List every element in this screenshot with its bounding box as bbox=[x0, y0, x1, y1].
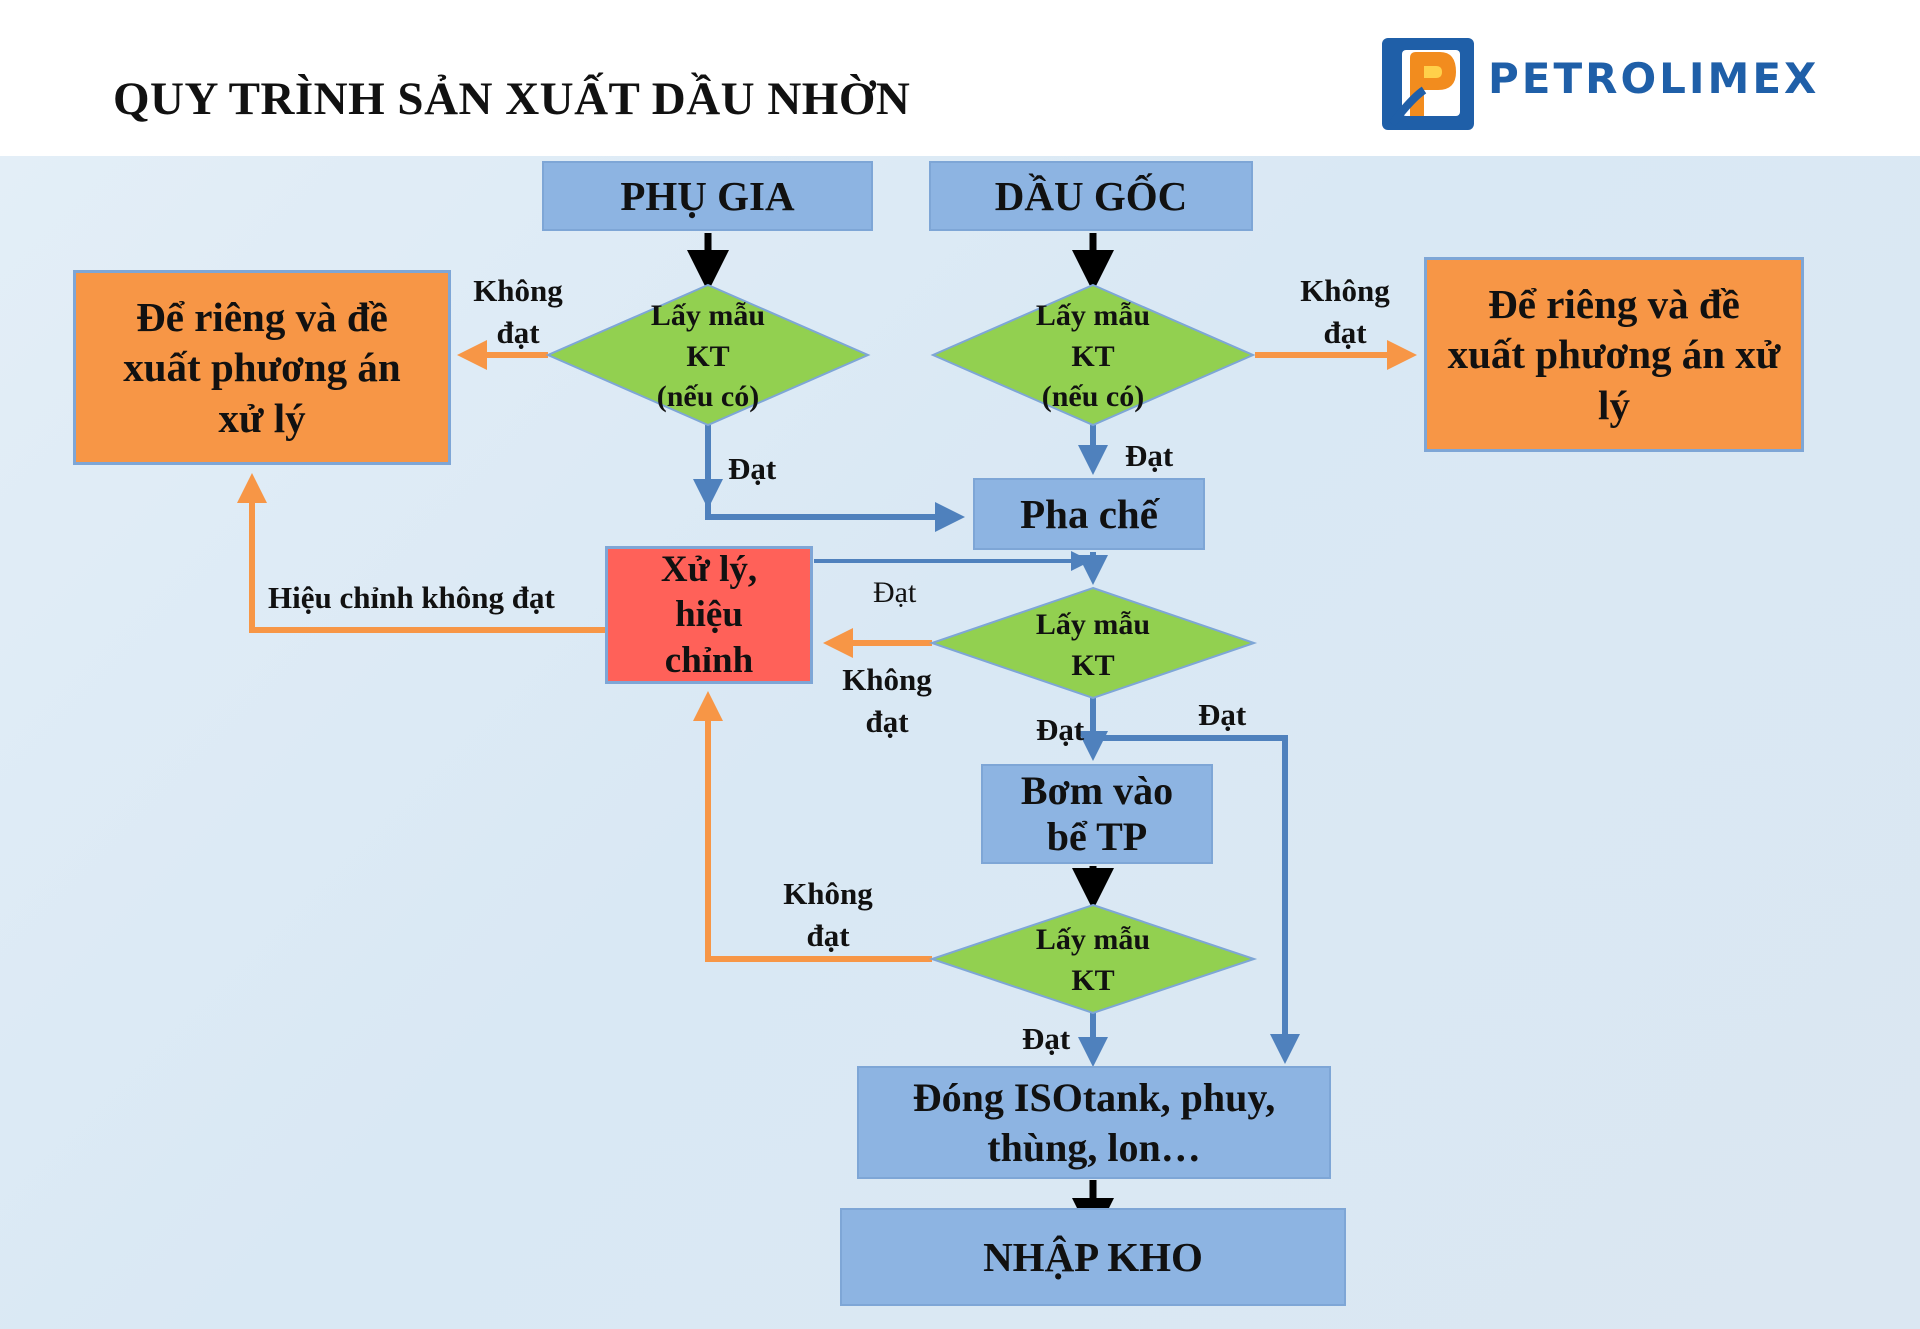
arrow-sample-low-to-xuly bbox=[693, 691, 932, 962]
khong-dat-right-2: đạt bbox=[1323, 314, 1367, 350]
sample-mid-text: Lấy mẫu KT bbox=[993, 605, 1193, 686]
khong-dat-mid-2: đạt bbox=[865, 703, 909, 739]
diamond-sample-left bbox=[545, 283, 871, 427]
khong-dat-mid-1: Không bbox=[842, 662, 932, 697]
reject-left-text: Để riêng và đề xuất phương án xử lý bbox=[123, 294, 401, 441]
label-hieu-chinh: Hiệu chỉnh không đạt bbox=[268, 580, 555, 615]
diamond-sample-right bbox=[930, 283, 1256, 427]
label-khong-dat-low: Không đạt bbox=[768, 873, 888, 957]
label-dat-mid-thin: Đạt bbox=[873, 576, 917, 609]
sample-left-text: Lấy mẫu KT (nếu có) bbox=[608, 296, 808, 418]
diamond-sample-low bbox=[928, 903, 1258, 1015]
box-bom-vao: Bơm vào bể TP bbox=[981, 764, 1213, 864]
box-pha-che: Pha chế bbox=[973, 478, 1205, 550]
reject-right-text: Để riêng và đề xuất phương án xử lý bbox=[1447, 281, 1781, 428]
label-dat-mid-down: Đạt bbox=[1036, 712, 1085, 747]
bom-line-1: Bơm vào bbox=[1020, 768, 1174, 813]
sample-right-text: Lấy mẫu KT (nếu có) bbox=[993, 296, 1193, 418]
khong-dat-low-1: Không bbox=[783, 876, 873, 911]
box-dong-iso: Đóng ISOtank, phuy, thùng, lon… bbox=[857, 1066, 1331, 1179]
label-khong-dat-left: Không đạt bbox=[458, 270, 578, 354]
khong-dat-left-1: Không bbox=[473, 273, 563, 308]
label-dat-bypass: Đạt bbox=[1198, 697, 1247, 732]
header: QUY TRÌNH SẢN XUẤT DẦU NHỜN PETROLIMEX bbox=[0, 0, 1920, 156]
label-dat-right: Đạt bbox=[1125, 438, 1174, 473]
dong-line-2: thùng, lon… bbox=[987, 1124, 1201, 1170]
label-khong-dat-mid: Không đạt bbox=[827, 659, 947, 743]
sample-left-line-2: KT bbox=[686, 339, 730, 373]
sample-left-line-1: Lấy mẫu bbox=[650, 299, 766, 332]
diamond-sample-mid bbox=[928, 586, 1258, 700]
sample-low-text: Lấy mẫu KT bbox=[993, 920, 1193, 1001]
box-dau-goc: DẦU GỐC bbox=[929, 161, 1253, 231]
arrow-sample-left-to-phache bbox=[705, 425, 965, 532]
petrolimex-logo: PETROLIMEX bbox=[1382, 38, 1862, 130]
label-khong-dat-right: Không đạt bbox=[1285, 270, 1405, 354]
sample-mid-line-2: KT bbox=[1071, 648, 1115, 682]
bom-line-2: bể TP bbox=[1046, 814, 1148, 859]
logo-text: PETROLIMEX bbox=[1488, 54, 1820, 103]
sample-mid-line-1: Lấy mẫu bbox=[1035, 608, 1151, 641]
arrow-bypass-to-dong bbox=[1093, 735, 1300, 1064]
box-phu-gia: PHỤ GIA bbox=[542, 161, 873, 231]
petrolimex-logo-icon bbox=[1382, 38, 1474, 130]
khong-dat-left-2: đạt bbox=[496, 314, 540, 350]
dong-line-1: Đóng ISOtank, phuy, bbox=[912, 1074, 1276, 1120]
xu-ly-line-3: chỉnh bbox=[664, 639, 754, 681]
sample-left-line-3: (nếu có) bbox=[656, 380, 760, 413]
sample-low-line-1: Lấy mẫu bbox=[1035, 923, 1151, 956]
xu-ly-line-2: hiệu bbox=[675, 594, 743, 636]
box-nhap-kho: NHẬP KHO bbox=[840, 1208, 1346, 1306]
arrow-hieuchinh-to-reject bbox=[237, 473, 605, 633]
box-xu-ly: Xử lý, hiệu chỉnh bbox=[605, 546, 813, 684]
page-title: QUY TRÌNH SẢN XUẤT DẦU NHỜN bbox=[113, 73, 911, 125]
box-reject-right: Để riêng và đề xuất phương án xử lý bbox=[1424, 257, 1804, 452]
xu-ly-line-1: Xử lý, bbox=[660, 549, 758, 591]
khong-dat-low-2: đạt bbox=[806, 917, 850, 953]
sample-low-line-2: KT bbox=[1071, 963, 1115, 997]
sample-right-line-1: Lấy mẫu bbox=[1035, 299, 1151, 332]
khong-dat-right-1: Không bbox=[1300, 273, 1390, 308]
label-dat-low: Đạt bbox=[1022, 1021, 1071, 1056]
label-dat-left: Đạt bbox=[728, 451, 777, 486]
sample-right-line-3: (nếu có) bbox=[1041, 380, 1145, 413]
sample-right-line-2: KT bbox=[1071, 339, 1115, 373]
box-reject-left: Để riêng và đề xuất phương án xử lý bbox=[73, 270, 451, 465]
